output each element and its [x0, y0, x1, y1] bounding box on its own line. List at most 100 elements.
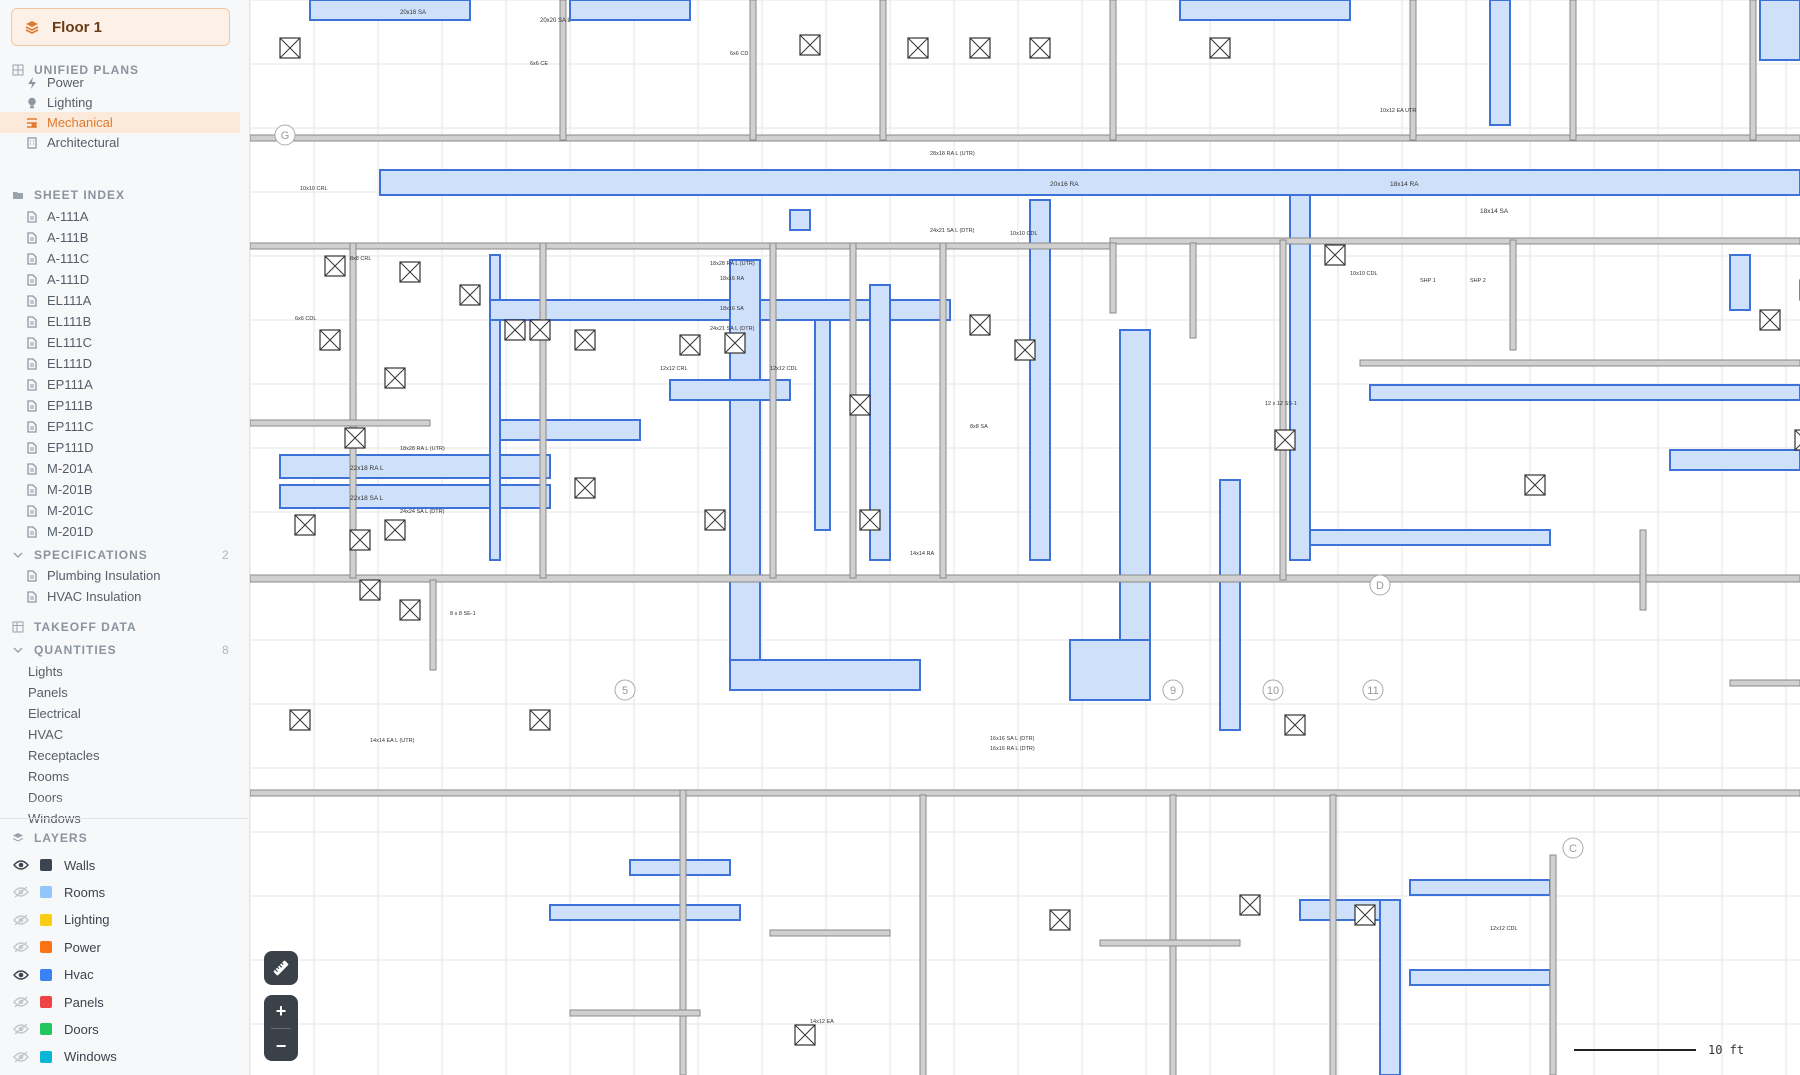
stack-icon	[12, 833, 24, 842]
quantity-item[interactable]: Receptacles	[0, 745, 240, 766]
eye-icon[interactable]	[13, 969, 29, 981]
sheet-item-label: A-111A	[47, 209, 89, 224]
eye-off-icon[interactable]	[13, 941, 29, 953]
layer-row-hvac[interactable]: Hvac	[0, 964, 240, 986]
layer-row-walls[interactable]: Walls	[0, 854, 240, 876]
sheet-item[interactable]: A-111C	[0, 248, 240, 269]
eye-off-icon[interactable]	[13, 914, 29, 926]
layers-header: LAYERS	[12, 830, 88, 846]
sheet-item-label: M-201D	[47, 524, 94, 539]
specifications-title: SPECIFICATIONS	[34, 548, 148, 562]
sheet-item-label: EL111A	[47, 293, 92, 308]
table-icon	[12, 621, 24, 633]
layer-name: Hvac	[64, 967, 94, 983]
eye-off-icon[interactable]	[13, 886, 29, 898]
plan-item-power[interactable]: Power	[0, 72, 240, 93]
floor-label: Floor 1	[52, 18, 103, 36]
quantity-item[interactable]: Lights	[0, 661, 240, 682]
duct-segment	[279, 484, 551, 509]
duct-segment	[499, 419, 641, 441]
layer-row-windows[interactable]: Windows	[0, 1046, 240, 1068]
wall-segment	[1549, 854, 1557, 1075]
measure-button[interactable]	[264, 951, 298, 985]
sheet-item[interactable]: EP111A	[0, 374, 240, 395]
quantity-item[interactable]: HVAC	[0, 724, 240, 745]
sheet-item[interactable]: EL111C	[0, 332, 240, 353]
wall-segment	[769, 929, 891, 937]
air-diffuser	[384, 367, 406, 389]
sheet-item-label: M-201A	[47, 461, 93, 476]
fan-icon	[27, 117, 37, 128]
document-icon	[27, 420, 37, 433]
sheet-item[interactable]: M-201A	[0, 458, 240, 479]
spec-item-hvac-insulation[interactable]: HVAC Insulation	[0, 586, 240, 607]
sheet-item[interactable]: A-111A	[0, 206, 240, 227]
grid-bubble-label: 11	[1367, 685, 1378, 697]
grid-bubble: G	[274, 124, 296, 146]
eye-off-icon[interactable]	[13, 996, 29, 1008]
quantity-item-label: Electrical	[28, 706, 81, 721]
duct-segment	[1759, 0, 1800, 61]
air-diffuser	[704, 509, 726, 531]
air-diffuser	[907, 37, 929, 59]
quantity-item[interactable]: Panels	[0, 682, 240, 703]
zoom-in-button[interactable]: +	[275, 1000, 287, 1021]
eye-off-icon[interactable]	[13, 1023, 29, 1035]
layer-row-lighting[interactable]: Lighting	[0, 909, 240, 931]
wall-segment	[1099, 939, 1241, 947]
quantities-header[interactable]: QUANTITIES 8	[12, 642, 229, 658]
sheet-item[interactable]: A-111B	[0, 227, 240, 248]
air-diffuser	[344, 427, 366, 449]
specifications-header[interactable]: SPECIFICATIONS 2	[12, 547, 229, 563]
layer-color-swatch	[40, 913, 52, 926]
plan-label: 14x14 EA L (UTR)	[370, 738, 415, 744]
layer-row-panels[interactable]: Panels	[0, 991, 240, 1013]
layer-row-doors[interactable]: Doors	[0, 1018, 240, 1040]
sheet-item[interactable]: EL111A	[0, 290, 240, 311]
sheet-item[interactable]: EP111C	[0, 416, 240, 437]
zoom-out-button[interactable]: −	[275, 1035, 287, 1056]
document-icon	[27, 399, 37, 412]
plan-label: 18x16 SA	[720, 306, 744, 312]
plan-label: SHP 1	[1420, 278, 1436, 284]
eye-icon[interactable]	[13, 859, 29, 871]
plan-label: 8x8 SA	[970, 424, 988, 430]
sheet-item[interactable]: EL111D	[0, 353, 240, 374]
plan-label: 24x24 SA L (DTR)	[400, 509, 445, 515]
sheet-item[interactable]: EP111D	[0, 437, 240, 458]
sidebar: Floor 1 UNIFIED PLANS Power Lighting Mec…	[0, 0, 250, 1075]
plan-label: 18x28 RA L (UTR)	[710, 261, 755, 267]
layer-row-power[interactable]: Power	[0, 936, 240, 958]
sheet-item[interactable]: M-201D	[0, 521, 240, 542]
wall-segment	[250, 134, 1800, 142]
quantity-item[interactable]: Electrical	[0, 703, 240, 724]
sheet-item[interactable]: A-111D	[0, 269, 240, 290]
layer-color-swatch	[40, 1023, 52, 1036]
plan-item-lighting[interactable]: Lighting	[0, 92, 240, 113]
duct-segment	[669, 379, 791, 401]
air-diffuser	[1794, 429, 1800, 451]
plan-item-mechanical[interactable]: Mechanical	[0, 112, 240, 133]
layer-row-rooms[interactable]: Rooms	[0, 881, 240, 903]
spec-item-plumbing-insulation[interactable]: Plumbing Insulation	[0, 565, 240, 586]
grid-bubble: D	[1369, 574, 1391, 596]
sheet-item[interactable]: EL111B	[0, 311, 240, 332]
floor-selector-button[interactable]: Floor 1	[11, 8, 230, 46]
eye-off-icon[interactable]	[13, 1051, 29, 1063]
sheet-item[interactable]: M-201B	[0, 479, 240, 500]
plan-item-architectural[interactable]: Architectural	[0, 132, 240, 153]
air-diffuser	[799, 34, 821, 56]
quantity-item[interactable]: Rooms	[0, 766, 240, 787]
wall-segment	[1509, 239, 1517, 351]
sheet-item-label: EP111A	[47, 377, 93, 392]
layer-color-swatch	[40, 996, 52, 1008]
wall-segment	[879, 0, 887, 141]
plan-label: 14x12 EA	[810, 1019, 834, 1025]
folder-icon	[13, 192, 23, 199]
sheet-item[interactable]: M-201C	[0, 500, 240, 521]
takeoff-data-header: TAKEOFF DATA	[12, 619, 137, 635]
quantities-title: QUANTITIES	[34, 643, 117, 657]
sheet-item[interactable]: EP111B	[0, 395, 240, 416]
